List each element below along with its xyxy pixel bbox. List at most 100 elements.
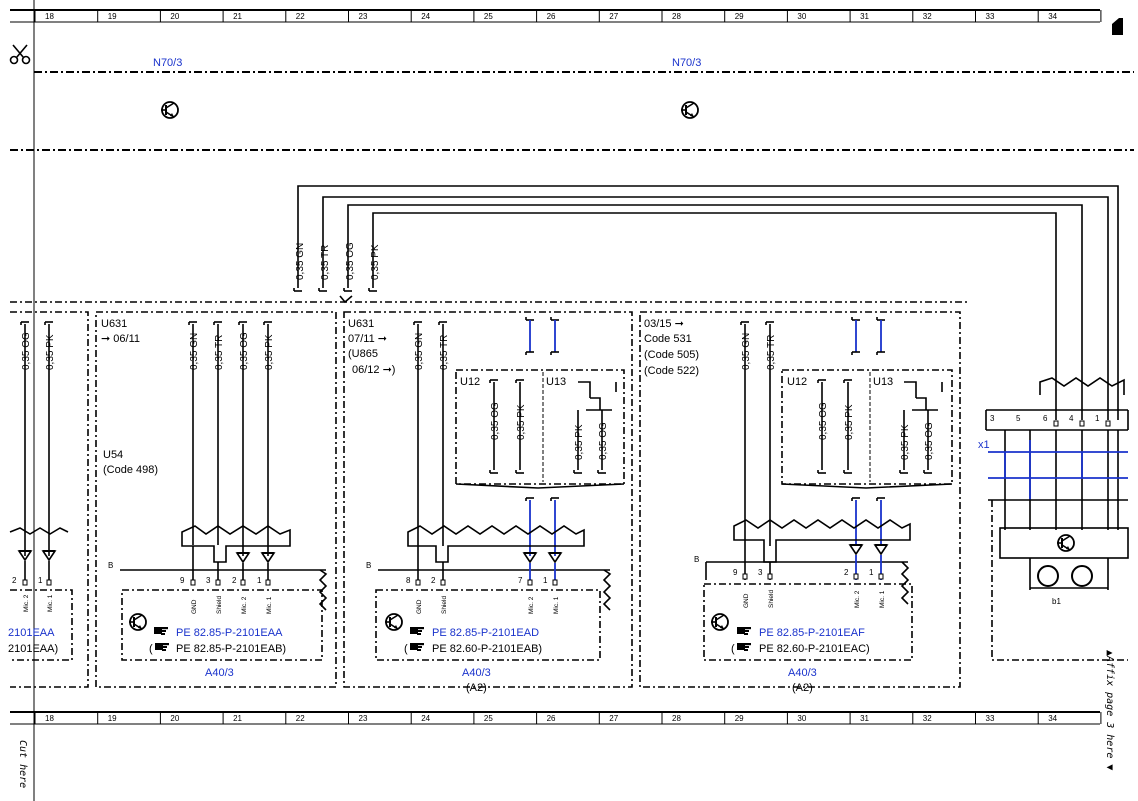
ruler-number: 23 (359, 12, 368, 21)
code-label: U54 (103, 449, 123, 461)
pin-name: Shield (768, 590, 775, 608)
wire-label: 0,35 GN (295, 243, 306, 280)
pin-number: 7 (518, 576, 523, 585)
code-label: (Code 522) (644, 365, 699, 377)
transistor-symbol-icon (384, 613, 403, 631)
ruler-number: 26 (547, 714, 556, 723)
pin-number: 2 (12, 576, 17, 585)
ruler-number: 18 (45, 12, 54, 21)
ref-link[interactable]: 2101EAA) (8, 643, 58, 655)
code-label: U12 (460, 376, 480, 388)
date-arrow: 06/12 ➞) (352, 364, 395, 376)
code-label: U13 (873, 376, 893, 388)
pin-number: 5 (1016, 414, 1021, 423)
pin-name: GND (416, 599, 423, 614)
ruler-number: 23 (359, 714, 368, 723)
pin-number: 9 (180, 576, 185, 585)
wire-label: 0,35 PK (45, 334, 56, 370)
ruler-number: 25 (484, 714, 493, 723)
ref-link[interactable]: PE 82.85-P-2101EAA (176, 627, 283, 639)
pin-number: 3 (206, 576, 211, 585)
hand-pointer-icon (410, 627, 424, 635)
wire-label: 0,35 PK (900, 424, 911, 460)
pin-name: Mic. 1 (553, 596, 560, 614)
ruler-number: 31 (860, 714, 869, 723)
pin-name: Mic. 2 (241, 596, 248, 614)
ref-link[interactable]: PE 82.60-P-2101EAB) (432, 643, 542, 655)
pin-name: Shield (441, 596, 448, 614)
pin-name: Mic. 1 (47, 594, 54, 612)
pin-name: Mic. 1 (266, 596, 273, 614)
pin-name: Mic. 2 (528, 596, 535, 614)
ruler-number: 18 (45, 714, 54, 723)
pin-number: 2 (232, 576, 237, 585)
ruler-number: 20 (170, 714, 179, 723)
component-n70-right: N70/3 (672, 57, 701, 69)
component-label: (A2) (466, 682, 487, 694)
ruler-number: 34 (1048, 12, 1057, 21)
pin-number: 9 (733, 568, 738, 577)
wire-label: 0,35 GN (189, 333, 200, 370)
component-label: A40/3 (205, 667, 234, 679)
affix-corner-icon (1112, 18, 1123, 35)
pin-number: 1 (869, 568, 874, 577)
ref-link[interactable]: PE 82.85-P-2101EAF (759, 627, 865, 639)
ruler-number: 30 (797, 714, 806, 723)
ruler-number: 29 (735, 714, 744, 723)
ruler-number: 30 (797, 12, 806, 21)
pin-name: GND (191, 599, 198, 614)
component-label: A40/3 (462, 667, 491, 679)
ref-link[interactable]: PE 82.60-P-2101EAC) (759, 643, 870, 655)
ruler-number: 21 (233, 714, 242, 723)
ruler-number: 32 (923, 12, 932, 21)
pin-number: 3 (758, 568, 763, 577)
code-label: U631 (101, 318, 127, 330)
code-label: (U865 (348, 348, 378, 360)
wire-label: 0,35 TR (766, 335, 777, 370)
wire-label: 0,35 OG (924, 422, 935, 460)
pin-number: 1 (543, 576, 548, 585)
cut-here-label: Cut here (17, 740, 28, 788)
ruler-number: 33 (986, 12, 995, 21)
pin-number: 2 (431, 576, 436, 585)
code-label: Code 531 (644, 333, 692, 345)
pin-number: 1 (1095, 414, 1100, 423)
wire-label: 0,35 OG (818, 402, 829, 440)
wire-label: 0,35 PK (516, 404, 527, 440)
pin-number: 2 (844, 568, 849, 577)
ruler-number: 28 (672, 12, 681, 21)
section-5: 3 5 6 4 1 x1 b1 (978, 377, 1129, 661)
date-arrow: 07/11 ➞ (348, 333, 387, 345)
ref-link[interactable]: PE 82.85-P-2101EAD (432, 627, 539, 639)
ruler-number: 26 (547, 12, 556, 21)
ref-link[interactable]: PE 82.85-P-2101EAB) (176, 643, 286, 655)
section-3: U631 07/11 ➞ (U865 06/12 ➞) 0,35 GN 0,35… (343, 311, 633, 694)
ruler-number: 28 (672, 714, 681, 723)
transistor-symbol-icon (128, 613, 147, 631)
ruler-number: 22 (296, 12, 305, 21)
wire-label: 0,35 OG (598, 422, 609, 460)
pin-number: 8 (406, 576, 411, 585)
paren: ( (404, 643, 408, 655)
pin-number: 1 (38, 576, 43, 585)
pin-name: Mic. 2 (854, 590, 861, 608)
section-4: 03/15 ➞ Code 531 (Code 505) (Code 522) 0… (639, 311, 961, 694)
bus-label: B (366, 561, 371, 570)
pin-name: Mic. 2 (23, 594, 30, 612)
component-label: b1 (1052, 597, 1061, 606)
wire-label: 0,35 PK (370, 244, 381, 280)
ref-link[interactable]: 2101EAA (8, 627, 55, 639)
connector-label: x1 (978, 439, 990, 451)
hand-pointer-icon (154, 627, 168, 635)
transistor-symbol-icon (160, 101, 179, 119)
pin-name: Shield (216, 596, 223, 614)
bus-label: B (694, 555, 699, 564)
wire-label: 0,35 PK (264, 334, 275, 370)
code-label: (Code 505) (644, 349, 699, 361)
ruler-number: 32 (923, 714, 932, 723)
pin-name: Mic. 1 (879, 590, 886, 608)
code-label: U13 (546, 376, 566, 388)
ruler-number: 31 (860, 12, 869, 21)
transistor-symbol-icon (680, 101, 699, 119)
hand-pointer-icon (155, 643, 169, 651)
